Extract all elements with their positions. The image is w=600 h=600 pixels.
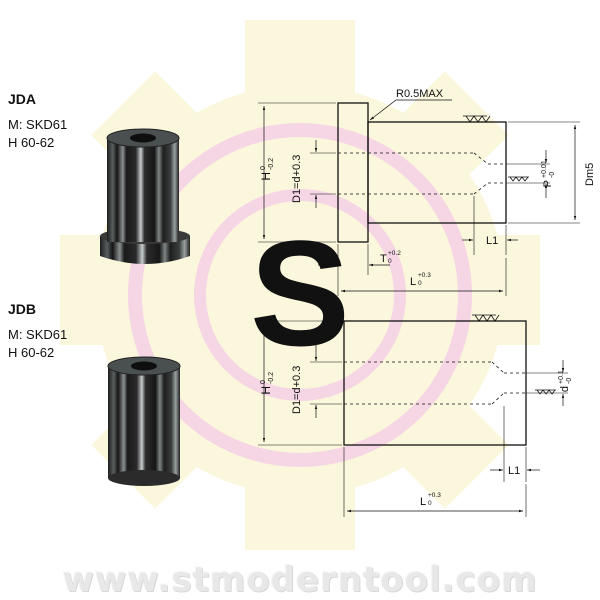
jdb-h-label: H 0 -0.2: [259, 372, 275, 395]
svg-text:0: 0: [388, 258, 392, 265]
jda-head-outline: [337, 102, 369, 243]
svg-text:+0.1: +0.1: [558, 370, 565, 384]
svg-text:d: d: [559, 386, 571, 392]
jda-bore-finish-icon: [508, 176, 529, 182]
jdb-d-label: d +0.1 -0: [558, 370, 573, 392]
jda-bore-hidden-lines: [338, 152, 506, 195]
gear-body: [95, 85, 505, 495]
jdb-hardness: H 60-62: [8, 345, 55, 360]
jdb-body-outline: [343, 320, 527, 446]
jda-body-outline: [367, 121, 507, 224]
jda-hardness: H 60-62: [8, 135, 55, 150]
svg-text:0: 0: [428, 500, 432, 507]
jda-d1-label: D1=d+0.3: [291, 155, 303, 203]
svg-text:-0: -0: [549, 172, 556, 178]
jda-title: JDA: [8, 91, 37, 107]
jda-l1-label: L1: [486, 235, 498, 247]
jdb-technical-drawing: [258, 314, 568, 517]
jda-dm-label: Dm5: [584, 163, 596, 186]
jdb-photo-body: [108, 366, 180, 478]
jda-l-label: L +0.3 0: [410, 272, 431, 288]
svg-text:-0: -0: [566, 378, 573, 384]
jdb-material: M: SKD61: [8, 327, 68, 342]
jdb-l1-label: L1: [508, 465, 520, 477]
svg-text:H: H: [259, 386, 273, 395]
svg-text:P: P: [542, 180, 554, 187]
svg-text:-0.2: -0.2: [268, 158, 275, 170]
svg-text:H: H: [259, 172, 273, 181]
jdb-d1-label: D1=d+0.3: [291, 366, 303, 414]
jdb-l-label: L +0.3 0: [420, 492, 441, 508]
svg-text:+0.3: +0.3: [428, 492, 441, 499]
logo-letter-s: S: [250, 209, 350, 377]
jda-photo-head: [100, 236, 190, 264]
logo-ring-outer: [128, 123, 472, 467]
jda-surface-finish-icon: [463, 115, 491, 123]
jda-material: M: SKD61: [8, 117, 68, 132]
svg-text:L: L: [410, 276, 416, 288]
svg-text:+0.3: +0.3: [418, 272, 431, 279]
jda-product-photo: [100, 128, 190, 264]
jdb-spec-block: JDB M: SKD61 H 60-62: [8, 300, 67, 362]
jda-radius-label: R0.5MAX: [396, 88, 444, 100]
svg-text:T: T: [380, 253, 387, 265]
jdb-surface-finish-icon: [472, 314, 500, 322]
svg-text:+0.2: +0.2: [388, 250, 401, 257]
jda-photo-body: [107, 138, 179, 242]
svg-text:L: L: [420, 496, 426, 508]
svg-text:0: 0: [260, 380, 267, 384]
svg-text:-0.2: -0.2: [268, 372, 275, 384]
jda-p-label: P +0.01 -0: [541, 160, 556, 187]
jdb-product-photo: [107, 356, 181, 486]
jda-technical-drawing: [258, 99, 580, 296]
svg-text:+0.01: +0.01: [541, 160, 548, 178]
svg-text:0: 0: [418, 280, 422, 287]
jda-h-label: H 0 -0.2: [259, 158, 275, 181]
jdb-bore-hidden-lines: [344, 361, 526, 405]
jda-spec-block: JDA M: SKD61 H 60-62: [8, 90, 67, 152]
logo-ring-inner: [194, 189, 406, 401]
jdb-title: JDB: [8, 301, 37, 317]
svg-text:0: 0: [260, 166, 267, 170]
jdb-bore-finish-icon: [535, 389, 556, 395]
website-watermark: www.stmoderntool.com: [62, 560, 538, 600]
jda-t-label: T +0.2 0: [380, 250, 401, 265]
